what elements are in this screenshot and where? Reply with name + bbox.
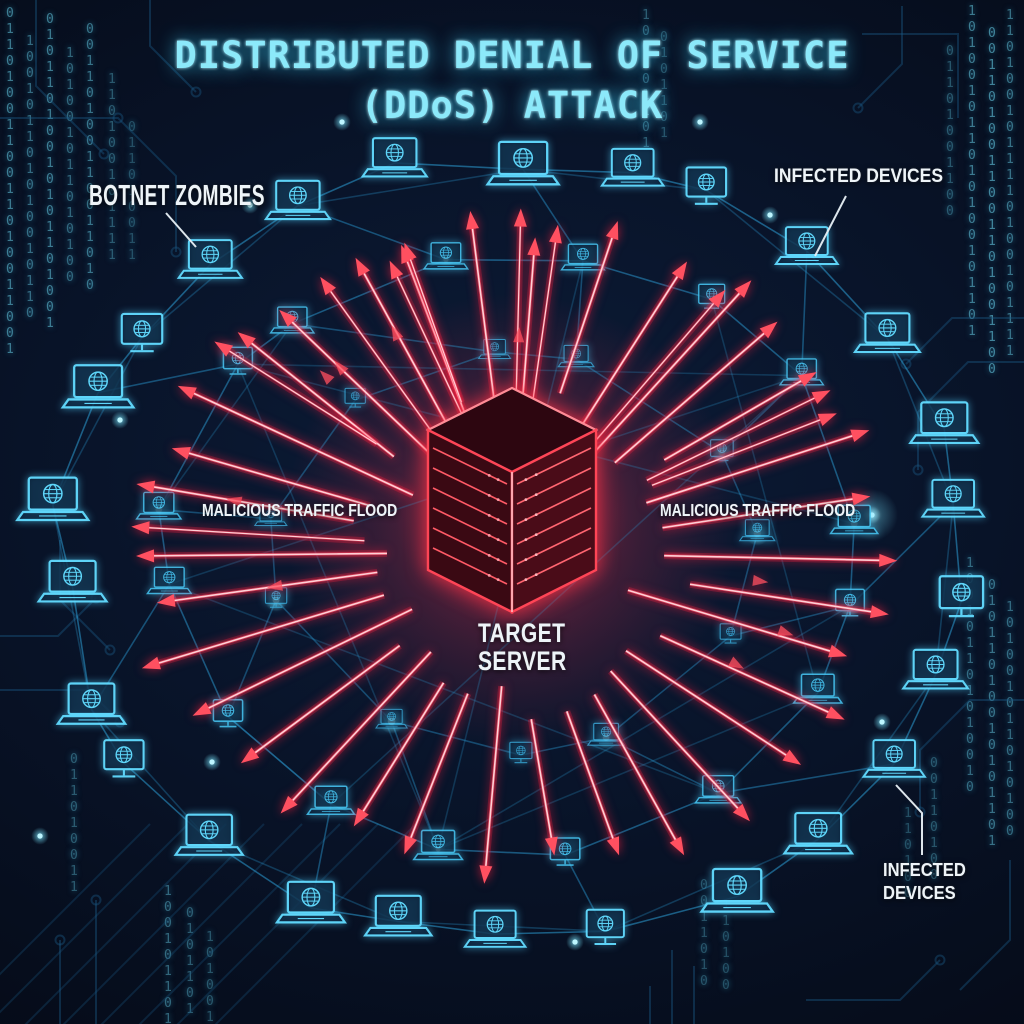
binary-column: 0 1 0 1 1 0 1 bbox=[186, 906, 194, 1017]
label-connector-lines bbox=[165, 195, 923, 855]
monitor-icon bbox=[938, 575, 985, 618]
binary-column: 1 1 0 1 0 0 bbox=[904, 806, 912, 901]
binary-column: 1 1 0 1 0 0 1 0 1 1 1 1 bbox=[108, 72, 116, 263]
attack-traffic-beams bbox=[131, 208, 898, 884]
laptop-icon bbox=[774, 226, 839, 265]
monitor-icon bbox=[585, 908, 625, 946]
laptop-icon bbox=[412, 829, 464, 861]
laptop-icon bbox=[37, 559, 108, 603]
laptop-icon bbox=[174, 813, 244, 856]
binary-column: 1 0 0 1 0 1 1 0 1 0 1 0 0 1 0 1 1 0 bbox=[26, 34, 34, 321]
page-title: DISTRIBUTED DENIAL OF SERVICE (DDoS) ATT… bbox=[0, 31, 1024, 131]
binary-column: 1 0 0 1 0 1 1 0 1 bbox=[164, 884, 172, 1024]
binary-column: 0 1 1 0 1 0 0 1 1 0 0 bbox=[946, 44, 954, 219]
binary-column: 0 1 1 0 1 0 0 1 1 0 0 1 1 0 1 0 0 1 1 0 … bbox=[6, 6, 14, 357]
infected-devices-top-label: INFECTED DEVICES bbox=[774, 166, 944, 187]
laptop-icon bbox=[56, 682, 127, 725]
binary-column: 1 1 0 1 0 0 1 0 1 1 1 1 0 1 0 0 1 0 1 1 … bbox=[1006, 8, 1014, 359]
laptop-icon bbox=[146, 566, 192, 595]
laptop-icon bbox=[862, 739, 926, 778]
laptop-icon bbox=[463, 909, 527, 948]
laptop-icon bbox=[739, 519, 776, 542]
laptop-icon bbox=[375, 708, 408, 729]
monitor-icon bbox=[103, 739, 145, 778]
infected-devices-bottom-label: INFECTED DEVICES bbox=[883, 860, 966, 903]
binary-column: 1 0 1 0 0 1 0 1 1 0 1 0 1 0 0 1 0 1 1 0 … bbox=[968, 4, 976, 339]
laptop-icon bbox=[264, 179, 331, 221]
target-server-label: TARGET SERVER bbox=[478, 618, 567, 676]
binary-column: 1 0 1 0 0 1 bbox=[206, 930, 214, 1024]
monitor-icon bbox=[120, 312, 164, 353]
binary-column: 0 0 1 1 0 1 0 bbox=[700, 878, 708, 989]
binary-column: 0 1 0 1 1 0 1 bbox=[660, 30, 668, 141]
binary-column: 0 1 1 0 1 0 0 1 1 bbox=[70, 752, 78, 895]
malicious-traffic-right-label: MALICIOUS TRAFFIC FLOOD bbox=[660, 500, 856, 520]
laptop-icon bbox=[177, 239, 243, 279]
laptop-icon bbox=[853, 312, 921, 354]
laptop-icon bbox=[361, 137, 428, 178]
laptop-icon bbox=[902, 648, 970, 690]
malicious-traffic-left-label: MALICIOUS TRAFFIC FLOOD bbox=[202, 500, 398, 520]
binary-column: 0 0 1 1 0 1 0 0 bbox=[930, 756, 938, 883]
laptop-icon bbox=[560, 243, 606, 271]
title-line1: DISTRIBUTED DENIAL OF SERVICE bbox=[174, 34, 850, 77]
laptop-icon bbox=[909, 401, 980, 445]
target-server-icon bbox=[425, 386, 599, 614]
binary-column: 0 1 1 0 1 0 0 1 1 bbox=[128, 120, 136, 263]
binary-column: 1 0 1 0 0 1 0 1 1 0 1 0 1 0 0 bbox=[1006, 600, 1014, 839]
title-line2: (DDoS) ATTACK bbox=[360, 84, 664, 127]
laptop-icon bbox=[700, 867, 774, 913]
laptop-icon bbox=[364, 894, 433, 937]
laptop-icon bbox=[16, 476, 90, 522]
laptop-icon bbox=[921, 478, 985, 518]
binary-column: 1 0 0 1 0 1 1 0 1 bbox=[642, 8, 650, 151]
laptop-icon bbox=[61, 364, 135, 409]
binary-column: 0 1 0 1 1 0 1 0 0 1 0 1 0 1 1 0 1 bbox=[988, 578, 996, 849]
laptop-icon bbox=[600, 147, 665, 187]
laptop-icon bbox=[783, 811, 854, 855]
binary-column: 0 0 1 1 0 1 0 0 1 1 0 0 1 1 0 1 0 bbox=[86, 22, 94, 293]
binary-column: 0 1 0 1 1 0 1 0 0 1 0 1 0 1 1 0 1 0 0 1 bbox=[46, 12, 54, 331]
laptop-icon bbox=[135, 491, 182, 520]
laptop-icon bbox=[306, 785, 356, 816]
binary-column: 1 0 1 0 0 1 0 1 1 0 1 0 1 0 0 bbox=[66, 46, 74, 285]
laptop-icon bbox=[486, 140, 560, 186]
laptop-icon bbox=[423, 242, 469, 270]
binary-column: 0 0 1 1 0 1 0 0 1 1 0 0 1 1 0 1 0 0 1 1 … bbox=[988, 26, 996, 377]
botnet-zombies-label: BOTNET ZOMBIES bbox=[89, 180, 265, 212]
laptop-icon bbox=[275, 880, 346, 924]
